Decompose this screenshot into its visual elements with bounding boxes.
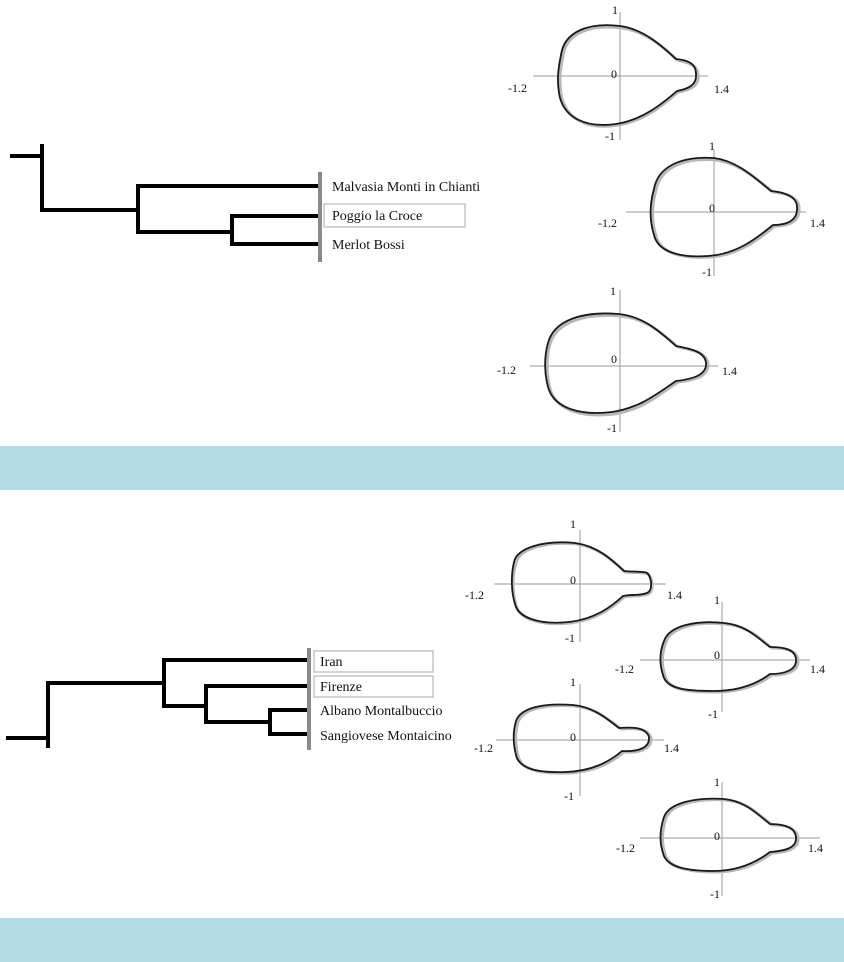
leaf-outline bbox=[512, 703, 650, 774]
axis-label-origin: 0 bbox=[570, 573, 576, 587]
leaf-outline-reference bbox=[545, 313, 710, 417]
axis-label-top: 1 bbox=[612, 3, 618, 17]
separator-band bbox=[0, 918, 844, 962]
leaf-highlight-box bbox=[323, 203, 466, 228]
leaf-label: Albano Montalbuccio bbox=[320, 704, 442, 719]
shape-plot: 1 0 -1.2 1.4 -1 bbox=[615, 593, 825, 721]
axis-label-top: 1 bbox=[714, 775, 720, 789]
leaf-label: Merlot Bossi bbox=[332, 238, 405, 253]
leaf-label: Firenze bbox=[320, 680, 362, 695]
shape-plot: 1 0 -1.2 1.4 -1 bbox=[474, 675, 679, 803]
leaf-outline-reference bbox=[661, 798, 800, 874]
axis-label-right: 1.4 bbox=[810, 216, 825, 230]
top-dendrogram bbox=[10, 144, 320, 246]
axis-label-left: -1.2 bbox=[598, 216, 617, 230]
axis-label-right: 1.4 bbox=[714, 82, 729, 96]
leaf-label: Malvasia Monti in Chianti bbox=[332, 180, 480, 195]
shape-plot: 1 0 -1.2 1.4 -1 bbox=[616, 775, 823, 901]
leaf-outline-reference bbox=[661, 621, 800, 694]
leaf-label: Sangiovese Montaicino bbox=[320, 729, 452, 744]
axis-label-left: -1.2 bbox=[508, 81, 527, 95]
axis-label-left: -1.2 bbox=[474, 741, 493, 755]
axis-label-bottom: -1 bbox=[605, 129, 615, 143]
axis-label-right: 1.4 bbox=[664, 741, 679, 755]
axis-label-bottom: -1 bbox=[564, 789, 574, 803]
axis-label-left: -1.2 bbox=[615, 662, 634, 676]
bottom-panel: Iran Firenze Albano Montalbuccio Sangiov… bbox=[0, 490, 844, 918]
leaf-outline-reference bbox=[558, 25, 700, 128]
axis-label-left: -1.2 bbox=[497, 363, 516, 377]
shape-plot: 1 0 -1.2 1.4 -1 bbox=[497, 284, 737, 435]
leaf-outline bbox=[557, 24, 697, 126]
shape-plot: 1 0 -1.2 1.4 -1 bbox=[508, 3, 729, 143]
axis-label-top: 1 bbox=[570, 517, 576, 531]
leaf-outline bbox=[659, 621, 797, 692]
axis-label-origin: 0 bbox=[714, 648, 720, 662]
axis-label-top: 1 bbox=[570, 675, 576, 689]
axis-label-right: 1.4 bbox=[808, 841, 823, 855]
axis-label-bottom: -1 bbox=[607, 421, 617, 435]
bottom-dendrogram bbox=[6, 658, 308, 748]
shape-plot: 1 0 -1.2 1.4 -1 bbox=[598, 139, 825, 279]
leaf-outline bbox=[510, 541, 653, 624]
top-figure: Malvasia Monti in Chianti Poggio la Croc… bbox=[10, 3, 825, 435]
axis-label-right: 1.4 bbox=[810, 662, 825, 676]
leaf-highlight-box bbox=[313, 650, 434, 673]
axis-label-origin: 0 bbox=[714, 829, 720, 843]
axis-label-bottom: -1 bbox=[708, 707, 718, 721]
leaf-label: Poggio la Croce bbox=[332, 209, 422, 224]
separator-band bbox=[0, 446, 844, 490]
axis-label-bottom: -1 bbox=[702, 265, 712, 279]
axis-label-left: -1.2 bbox=[616, 841, 635, 855]
leaf-outline bbox=[544, 312, 707, 414]
axis-label-bottom: -1 bbox=[565, 631, 575, 645]
leaf-outline bbox=[649, 156, 798, 258]
leaf-outline-reference bbox=[651, 158, 801, 259]
leaf-outline bbox=[659, 797, 797, 872]
axis-label-origin: 0 bbox=[611, 67, 617, 81]
axis-label-top: 1 bbox=[709, 139, 715, 153]
leaf-label: Iran bbox=[320, 655, 343, 670]
top-panel: Malvasia Monti in Chianti Poggio la Croc… bbox=[0, 0, 844, 446]
leaf-outline-reference bbox=[514, 704, 653, 775]
shape-plot: 1 0 -1.2 1.4 -1 bbox=[465, 517, 682, 645]
axis-label-bottom: -1 bbox=[710, 887, 720, 901]
axis-label-origin: 0 bbox=[709, 201, 715, 215]
axis-label-origin: 0 bbox=[570, 730, 576, 744]
axis-label-left: -1.2 bbox=[465, 588, 484, 602]
bottom-figure: Iran Firenze Albano Montalbuccio Sangiov… bbox=[6, 517, 825, 901]
axis-label-top: 1 bbox=[610, 284, 616, 298]
axis-label-top: 1 bbox=[714, 593, 720, 607]
axis-label-right: 1.4 bbox=[722, 364, 737, 378]
leaf-highlight-box bbox=[313, 675, 434, 698]
axis-label-origin: 0 bbox=[611, 352, 617, 366]
axis-label-right: 1.4 bbox=[667, 588, 682, 602]
